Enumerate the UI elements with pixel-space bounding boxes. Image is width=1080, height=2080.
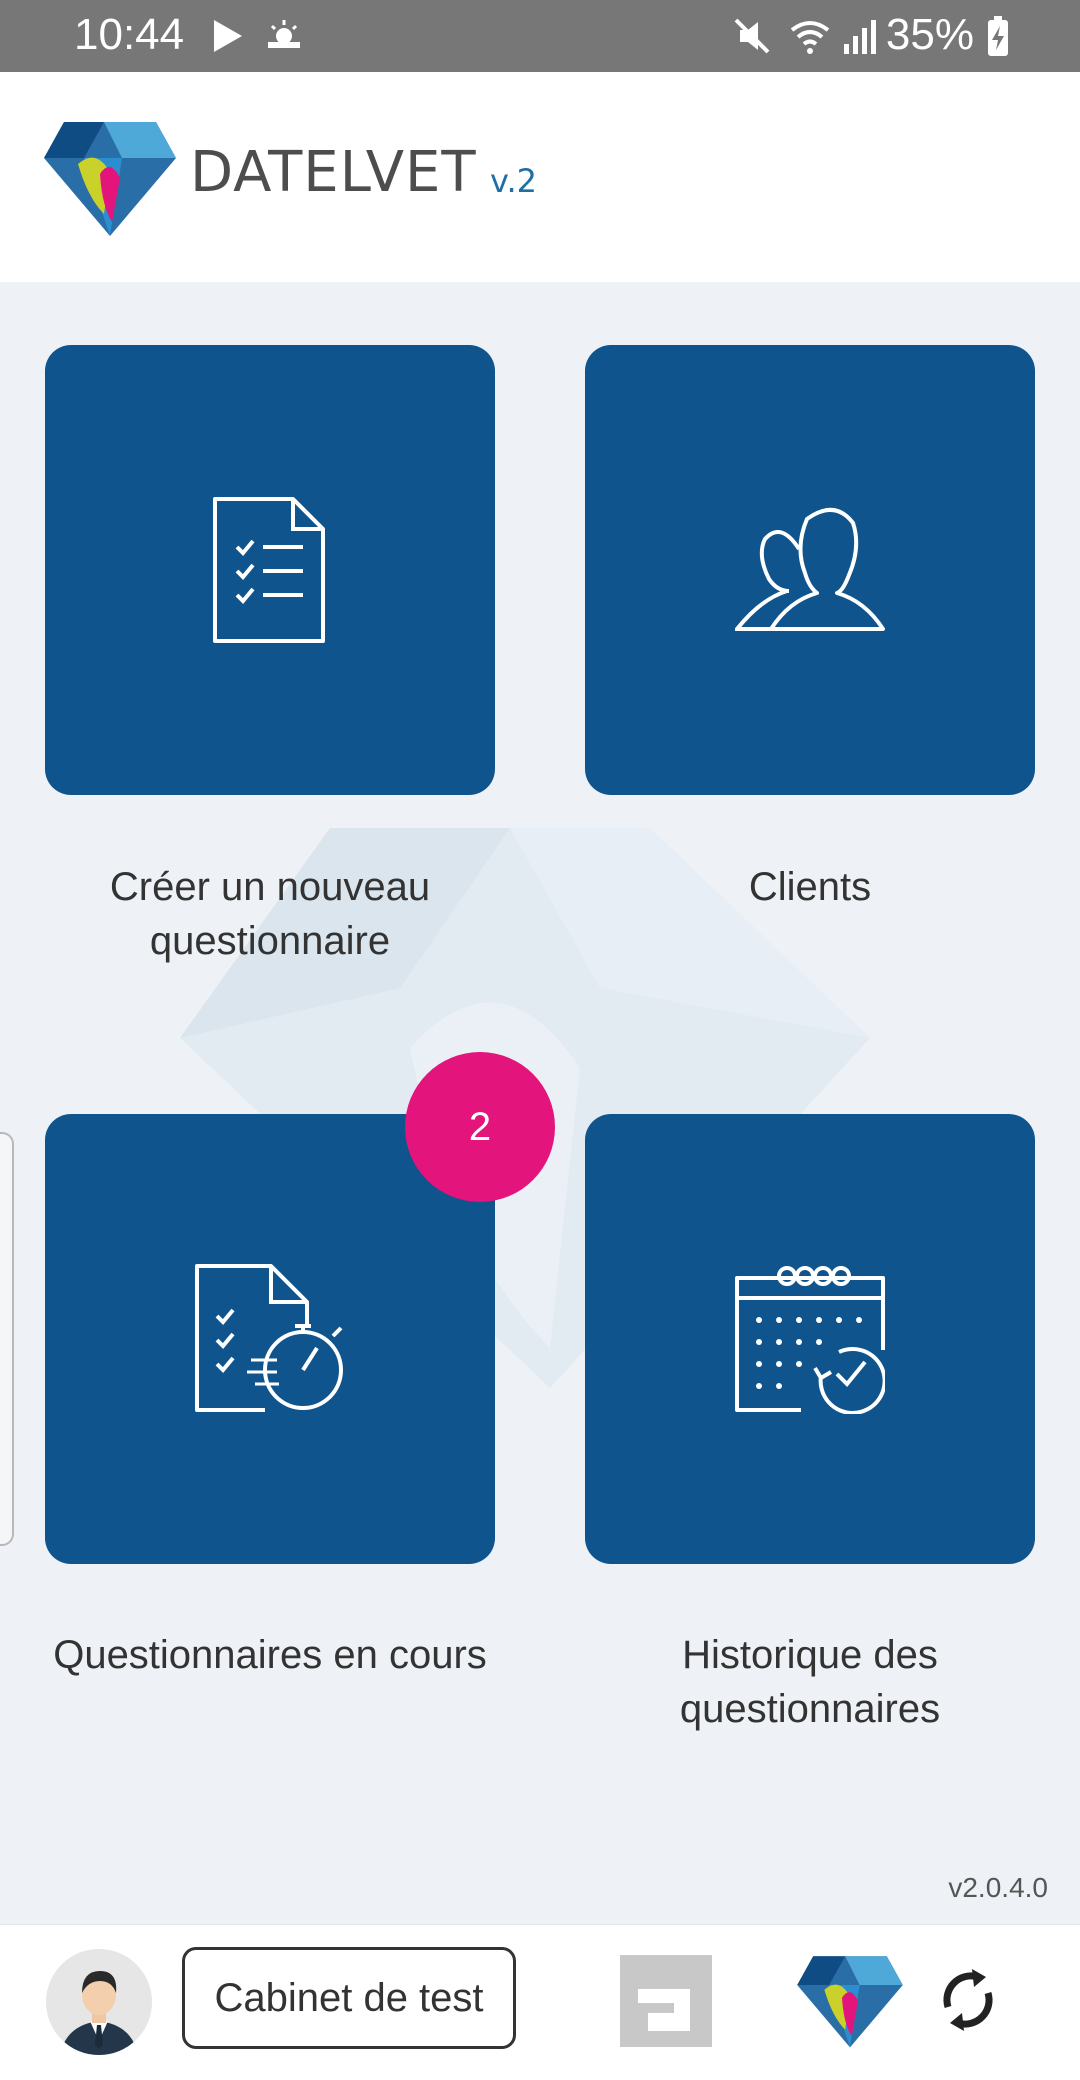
datelvet-gem-small-icon[interactable] (796, 1953, 904, 2049)
create-questionnaire-tile[interactable] (45, 345, 495, 795)
user-avatar[interactable] (46, 1949, 152, 2055)
wifi-icon (790, 21, 830, 54)
questionnaires-in-progress-label[interactable]: Questionnaires en cours (53, 1633, 487, 1677)
questionnaire-history-tile[interactable] (585, 1114, 1035, 1564)
clients-label[interactable]: Clients (748, 865, 872, 909)
weather-icon (268, 20, 300, 48)
create-questionnaire-label[interactable]: Créer un nouveau questionnaire (109, 865, 431, 963)
document-stopwatch-icon (195, 1264, 343, 1412)
dashboard: Créer un nouveau questionnaire Clients Q… (0, 282, 1080, 1924)
sync-icon[interactable] (938, 1967, 998, 2033)
square-logo-icon[interactable] (620, 1955, 712, 2047)
status-time: 10:44 (74, 10, 185, 59)
user-avatar-icon (46, 1949, 152, 2055)
datelvet-gem-logo-icon (44, 122, 176, 236)
brand-version: v.2 (490, 162, 537, 200)
mute-icon (734, 18, 770, 54)
signal-icon (844, 20, 876, 54)
checklist-document-icon (213, 497, 325, 643)
app-version: v2.0.4.0 (948, 1872, 1048, 1903)
calendar-history-icon (735, 1266, 885, 1414)
bottom-bar: Cabinet de test (0, 1924, 1080, 2080)
side-drawer-handle[interactable] (0, 1132, 14, 1546)
questionnaires-in-progress-tile[interactable] (45, 1114, 495, 1564)
status-bar: 10:44 35% (0, 0, 1080, 72)
battery-charging-icon (988, 16, 1008, 56)
battery-percent: 35% (885, 10, 974, 59)
clients-tile[interactable] (585, 345, 1035, 795)
play-store-icon (214, 20, 242, 52)
cabinet-button[interactable]: Cabinet de test (182, 1947, 516, 2049)
app-header: DATELVET v.2 (0, 72, 1080, 282)
in-progress-count-badge: 2 (405, 1052, 555, 1202)
brand-name: DATELVET (190, 140, 477, 205)
questionnaire-history-label[interactable]: Historique des questionnaires (679, 1633, 941, 1731)
users-icon (735, 508, 885, 631)
